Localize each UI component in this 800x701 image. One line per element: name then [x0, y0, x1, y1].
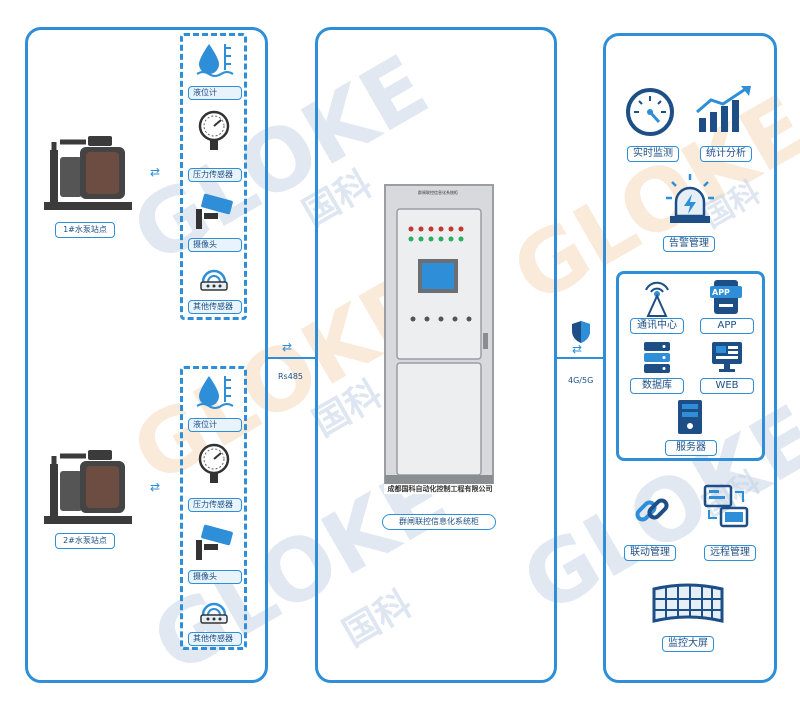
- sensor-label: 摄像头: [188, 238, 242, 252]
- rs485-label: Rs485: [278, 372, 303, 381]
- function-label: 服务器: [665, 440, 717, 456]
- sensor-group-2: [180, 366, 247, 650]
- station-1-label: 1#水泵站点: [55, 222, 115, 238]
- station-2-label: 2#水泵站点: [55, 533, 115, 549]
- function-label: 告警管理: [663, 236, 715, 252]
- company-name: 成都国科自动化控制工程有限公司: [384, 484, 496, 494]
- function-label: APP: [700, 318, 754, 334]
- pump-station-2-icon: [44, 450, 132, 524]
- shield-icon: [572, 321, 590, 343]
- trend-chart-icon: [696, 86, 751, 132]
- camera-icon: [196, 524, 233, 560]
- web-monitor-icon: [712, 342, 742, 372]
- bidirectional-arrow-icon: ⇄: [282, 340, 293, 354]
- alarm-beacon-icon: [666, 174, 714, 223]
- network-label: 4G/5G: [568, 376, 594, 385]
- database-icon: [644, 342, 670, 373]
- camera-icon: [196, 193, 233, 229]
- right-panel: [603, 33, 777, 683]
- pump-station-1-icon: [44, 136, 132, 210]
- sensor-label: 压力传感器: [188, 498, 242, 512]
- function-label: 数据库: [630, 378, 684, 394]
- pressure-gauge-icon: [198, 443, 230, 483]
- sensor-label: 压力传感器: [188, 168, 242, 182]
- function-label: 联动管理: [624, 545, 676, 561]
- function-label: WEB: [700, 378, 754, 394]
- rs485-connector-line: [268, 357, 315, 359]
- video-wall-icon: [652, 583, 724, 623]
- control-cabinet-icon: [384, 184, 494, 486]
- function-label: 通讯中心: [630, 318, 684, 334]
- function-label: 远程管理: [704, 545, 756, 561]
- sensor-label: 其他传感器: [188, 632, 242, 646]
- link-chain-icon: [635, 498, 669, 522]
- function-label: 统计分析: [700, 146, 752, 162]
- sensor-label: 其他传感器: [188, 300, 242, 314]
- level-meter-icon: [196, 376, 234, 409]
- function-label: 监控大屏: [662, 636, 714, 652]
- sensor-group-1: [180, 33, 247, 320]
- app-icon-text: APP: [712, 288, 730, 297]
- bidirectional-arrow-icon: ⇄: [150, 165, 161, 179]
- sensor-label: 液位计: [188, 418, 242, 432]
- sensor-label: 摄像头: [188, 570, 242, 584]
- bidirectional-arrow-icon: ⇄: [150, 480, 161, 494]
- other-sensor-icon: [200, 269, 228, 291]
- cabinet-top-label: 群闸联控信息化系统柜: [418, 190, 458, 195]
- speedometer-icon: [626, 88, 674, 136]
- server-group-box: [616, 271, 765, 461]
- center-panel: [315, 27, 557, 683]
- left-panel: [25, 27, 268, 683]
- cabinet-caption: 群闸联控信息化系统柜: [382, 514, 496, 530]
- sensor-label: 液位计: [188, 86, 242, 100]
- level-meter-icon: [196, 44, 234, 77]
- network-connector-line: [557, 357, 603, 359]
- function-label: 实时监测: [627, 146, 679, 162]
- bidirectional-arrow-icon: ⇄: [572, 342, 583, 356]
- pressure-gauge-icon: [198, 110, 230, 150]
- antenna-tower-icon: [645, 281, 669, 317]
- other-sensor-icon: [200, 602, 228, 624]
- server-icon: [678, 400, 702, 434]
- remote-management-icon: [703, 484, 749, 528]
- app-icon: [710, 280, 742, 314]
